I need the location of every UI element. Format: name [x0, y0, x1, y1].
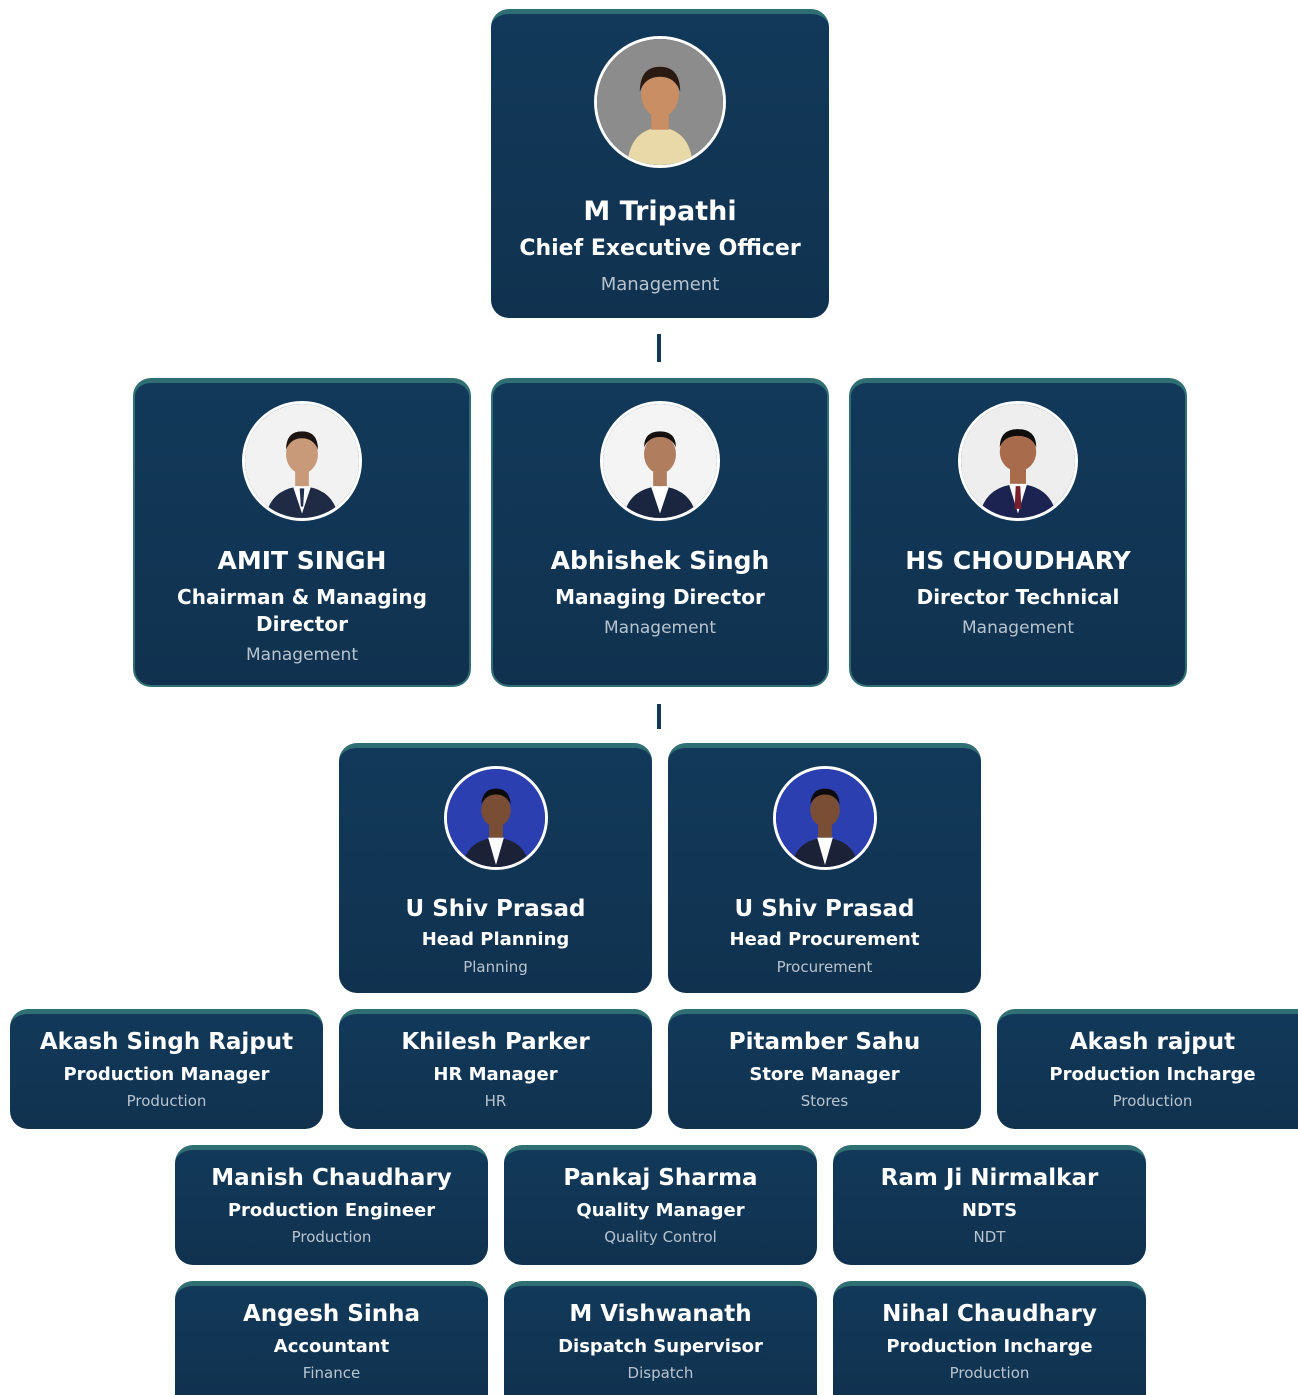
- person-role: Production Manager: [63, 1064, 270, 1085]
- person-name: U Shiv Prasad: [734, 896, 915, 922]
- person-name: Pankaj Sharma: [563, 1165, 758, 1191]
- person-department: HR: [484, 1092, 507, 1110]
- person-name: Pitamber Sahu: [728, 1029, 921, 1055]
- person-role: NDTS: [961, 1200, 1018, 1221]
- org-card-director: HS CHOUDHARY Director Technical Manageme…: [849, 378, 1187, 687]
- person-department: Production: [1112, 1092, 1193, 1110]
- org-card-staff: Nihal Chaudhary Production Incharge Prod…: [833, 1281, 1146, 1395]
- org-card-staff: Akash Singh Rajput Production Manager Pr…: [10, 1009, 323, 1129]
- person-department: Production: [126, 1092, 207, 1110]
- person-name: U Shiv Prasad: [405, 896, 586, 922]
- person-department: Management: [604, 618, 716, 638]
- org-card-ceo: M Tripathi Chief Executive Officer Manag…: [491, 9, 829, 318]
- person-department: Management: [246, 645, 358, 665]
- avatar-photo: [443, 766, 548, 870]
- person-name: Akash rajput: [1069, 1029, 1236, 1055]
- person-department: Production: [291, 1228, 372, 1246]
- person-role: Accountant: [273, 1336, 390, 1357]
- person-role: Chairman & Managing: [177, 585, 427, 609]
- person-department: Management: [962, 618, 1074, 638]
- person-department: Dispatch: [627, 1364, 694, 1382]
- connector-line: [657, 704, 661, 729]
- person-department: Stores: [800, 1092, 849, 1110]
- person-name: Angesh Sinha: [242, 1301, 421, 1327]
- org-card-staff: Pitamber Sahu Store Manager Stores: [668, 1009, 981, 1129]
- avatar-photo: [594, 36, 726, 168]
- org-card-director: AMIT SINGH Chairman & Managing Director …: [133, 378, 471, 687]
- person-name: Manish Chaudhary: [211, 1165, 452, 1191]
- person-department: Planning: [463, 958, 528, 976]
- person-role: Production Incharge: [886, 1336, 1093, 1357]
- person-role: Production Engineer: [227, 1200, 436, 1221]
- avatar-photo: [772, 766, 877, 870]
- person-name: Akash Singh Rajput: [39, 1029, 294, 1055]
- person-role: Quality Manager: [576, 1200, 745, 1221]
- avatar-photo: [600, 401, 720, 521]
- person-department: Finance: [302, 1364, 361, 1382]
- person-department: Quality Control: [604, 1228, 717, 1246]
- org-card-staff: Manish Chaudhary Production Engineer Pro…: [175, 1145, 488, 1265]
- org-card-staff: Ram Ji Nirmalkar NDTS NDT: [833, 1145, 1146, 1265]
- org-card-staff: M Vishwanath Dispatch Supervisor Dispatc…: [504, 1281, 817, 1395]
- person-name: M Vishwanath: [569, 1301, 752, 1327]
- person-name: HS CHOUDHARY: [905, 546, 1131, 575]
- person-name: Khilesh Parker: [401, 1029, 590, 1055]
- person-department: NDT: [973, 1228, 1006, 1246]
- person-role: Production Incharge: [1049, 1064, 1256, 1085]
- person-role: Dispatch Supervisor: [558, 1336, 763, 1357]
- person-name: AMIT SINGH: [217, 546, 387, 575]
- person-role: Chief Executive Officer: [519, 236, 801, 261]
- avatar-photo: [242, 401, 362, 521]
- person-department: Management: [600, 274, 720, 295]
- org-card-staff: Pankaj Sharma Quality Manager Quality Co…: [504, 1145, 817, 1265]
- person-department: Production: [949, 1364, 1030, 1382]
- org-card-staff: Khilesh Parker HR Manager HR: [339, 1009, 652, 1129]
- person-role: Managing Director: [555, 585, 765, 609]
- org-card-staff: Angesh Sinha Accountant Finance: [175, 1281, 488, 1395]
- person-department: Procurement: [776, 958, 873, 976]
- person-name: Abhishek Singh: [550, 546, 770, 575]
- org-card-head: U Shiv Prasad Head Procurement Procureme…: [668, 743, 981, 993]
- person-name: Nihal Chaudhary: [882, 1301, 1097, 1327]
- org-card-director: Abhishek Singh Managing Director Managem…: [491, 378, 829, 687]
- person-role: Director: [256, 612, 348, 636]
- person-role: Head Planning: [421, 929, 570, 950]
- person-name: Ram Ji Nirmalkar: [880, 1165, 1099, 1191]
- connector-line: [657, 334, 661, 362]
- person-name: M Tripathi: [583, 196, 737, 227]
- org-card-head: U Shiv Prasad Head Planning Planning: [339, 743, 652, 993]
- avatar-photo: [958, 401, 1078, 521]
- person-role: Store Manager: [749, 1064, 900, 1085]
- person-role: HR Manager: [433, 1064, 558, 1085]
- org-card-staff: Akash rajput Production Incharge Product…: [997, 1009, 1298, 1129]
- person-role: Head Procurement: [729, 929, 920, 950]
- person-role: Director Technical: [916, 585, 1120, 609]
